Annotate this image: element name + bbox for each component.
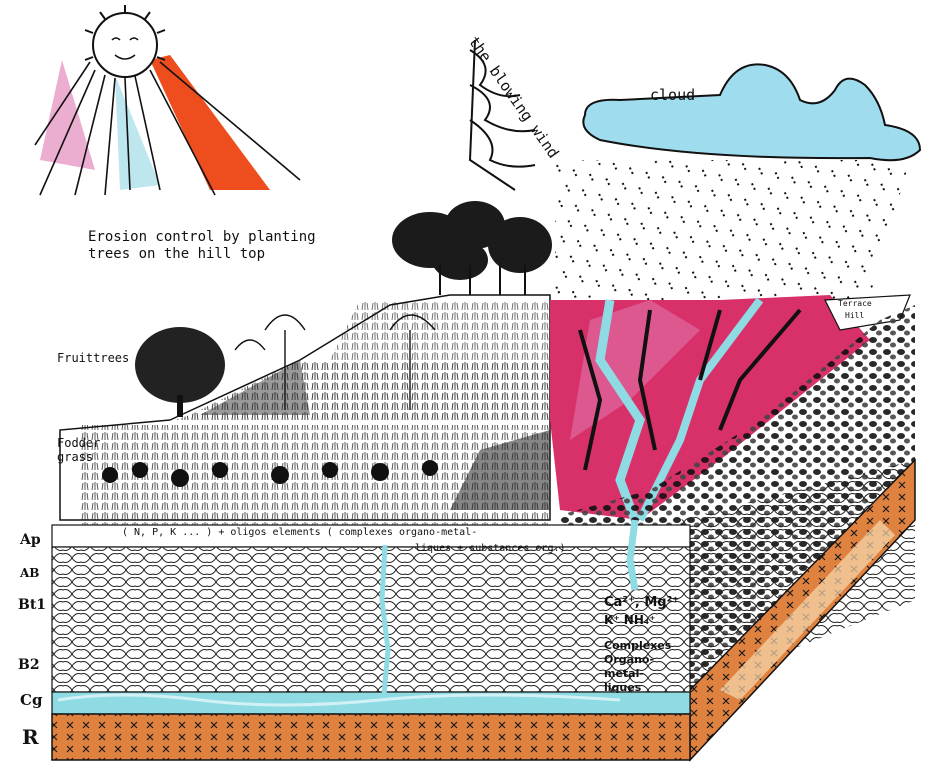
complexes-line2: Organo- (604, 654, 654, 666)
complexes-line1: Complexes (604, 640, 671, 652)
complexes-line3: metal- (604, 668, 644, 680)
horizon-b2: B2 (18, 658, 40, 673)
fodder-label-line1: Fodder (57, 437, 100, 450)
horizon-bt1: Bt1 (18, 598, 46, 613)
ions-line1: Ca²⁺, Mg²⁺ (604, 596, 679, 610)
fruit-trees-label: Fruittrees (57, 352, 129, 365)
erosion-caption-line2: trees on the hill top (88, 247, 265, 262)
horizon-r: R (22, 727, 39, 748)
complexes-line4: liques (604, 682, 641, 694)
erosion-caption-line1: Erosion control by planting (88, 230, 316, 245)
cloud-label: cloud (650, 88, 695, 104)
soil-profile (52, 520, 690, 760)
nutrients-text-line2: liques + substances org.) (415, 544, 566, 555)
ions-line2: K⁺ NH₄⁺ (604, 614, 656, 627)
horizon-ap: Ap (20, 533, 41, 548)
nutrients-text: ( N, P, K ... ) + oligos elements ( comp… (122, 528, 477, 539)
hill-note-line2: Hill (845, 312, 864, 320)
sun-icon (35, 5, 300, 195)
fodder-label-line2: grass (57, 451, 93, 464)
horizon-cg: Cg (20, 693, 42, 709)
horizon-ab: AB (20, 567, 39, 580)
hill-note-line1: Terrace (838, 300, 872, 308)
cloud-icon (583, 64, 920, 160)
